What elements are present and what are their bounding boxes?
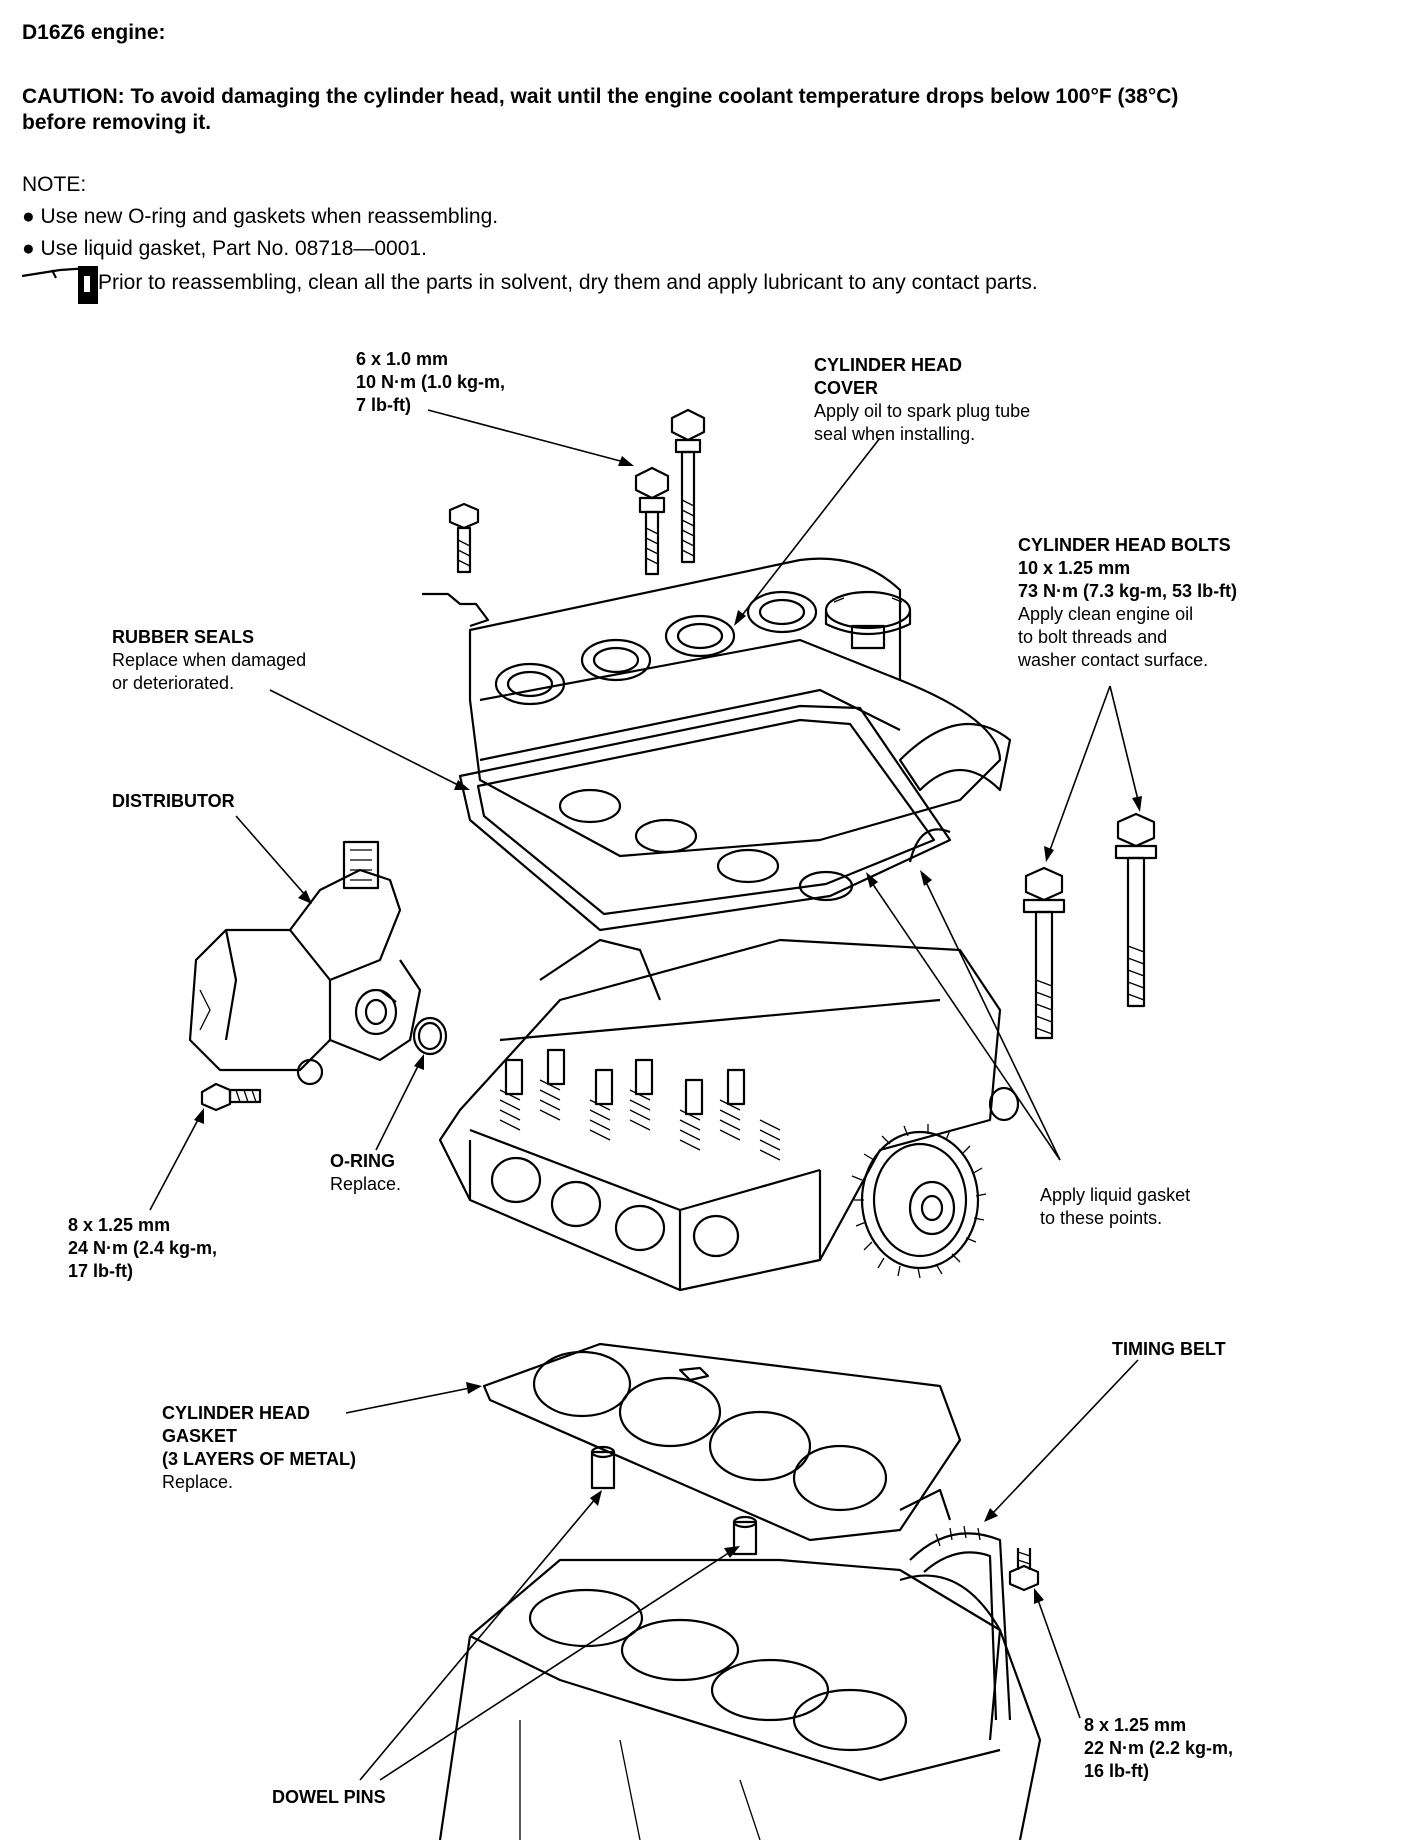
cylinder-head-gasket: [482, 1342, 962, 1542]
callout-cylinder-head-bolts: CYLINDER HEAD BOLTS 10 x 1.25 mm 73 N·m …: [1018, 535, 1238, 670]
callout-distributor-bolt: 8 x 1.25 mm 24 N·m (2.4 kg-m, 17 lb-ft): [68, 1215, 218, 1281]
cover-bolt-left: [422, 502, 490, 628]
callout-cover-bolt: 6 x 1.0 mm 10 N·m (1.0 kg-m, 7 lb-ft): [356, 349, 506, 415]
block-bolt: [1008, 1548, 1040, 1592]
oil-can-icon: [21, 266, 98, 304]
cover-gasket: [458, 704, 952, 932]
distributor-bolt: [200, 1082, 262, 1112]
caution-label: CAUTION:: [22, 85, 125, 108]
bullet-icon: ●: [22, 237, 35, 260]
head-bolt-rear: [1114, 812, 1158, 1008]
leader-lines: [149, 409, 1142, 1781]
cylinder-head-cover: [468, 557, 1012, 858]
engine-block: [438, 1445, 1042, 1840]
caution-block: CAUTION: To avoid damaging the cylinder …: [22, 84, 1402, 136]
callout-block-bolt: 8 x 1.25 mm 22 N·m (2.2 kg-m, 16 lb-ft): [1084, 1715, 1234, 1781]
callout-cylinder-head-gasket: CYLINDER HEAD GASKET (3 LAYERS OF METAL)…: [162, 1403, 357, 1492]
note-item-2: ● Use liquid gasket, Part No. 08718—0001…: [22, 237, 427, 260]
note-label: NOTE:: [22, 173, 87, 196]
callout-rubber-seals: RUBBER SEALS Replace when damaged or det…: [112, 627, 307, 693]
distributor: [188, 840, 422, 1086]
cylinder-head: [438, 938, 1020, 1292]
note-item-1: ● Use new O-ring and gaskets when reasse…: [22, 205, 499, 228]
cover-bolt-short: [634, 466, 670, 576]
cover-bolt-long: [670, 408, 706, 564]
caution-text-line2: before removing it.: [22, 111, 212, 134]
caution-text-line1: To avoid damaging the cylinder head, wai…: [130, 85, 1179, 108]
callout-dowel-pins: DOWEL PINS: [272, 1787, 386, 1807]
callout-timing-belt: TIMING BELT: [1112, 1339, 1226, 1359]
oil-filler-cap: [824, 590, 912, 650]
page-title: D16Z6 engine:: [22, 21, 166, 44]
callout-cylinder-head-cover: CYLINDER HEAD COVER Apply oil to spark p…: [814, 355, 1031, 444]
callout-liquid-gasket: Apply liquid gasket to these points.: [1040, 1185, 1191, 1228]
callout-distributor: DISTRIBUTOR: [112, 791, 235, 811]
bullet-icon: ●: [22, 205, 35, 228]
callout-o-ring: O-RING Replace.: [330, 1151, 402, 1194]
head-bolt-front: [1022, 866, 1066, 1040]
note-item-3: Prior to reassembling, clean all the par…: [98, 271, 1038, 294]
distributor-o-ring: [412, 1016, 448, 1056]
